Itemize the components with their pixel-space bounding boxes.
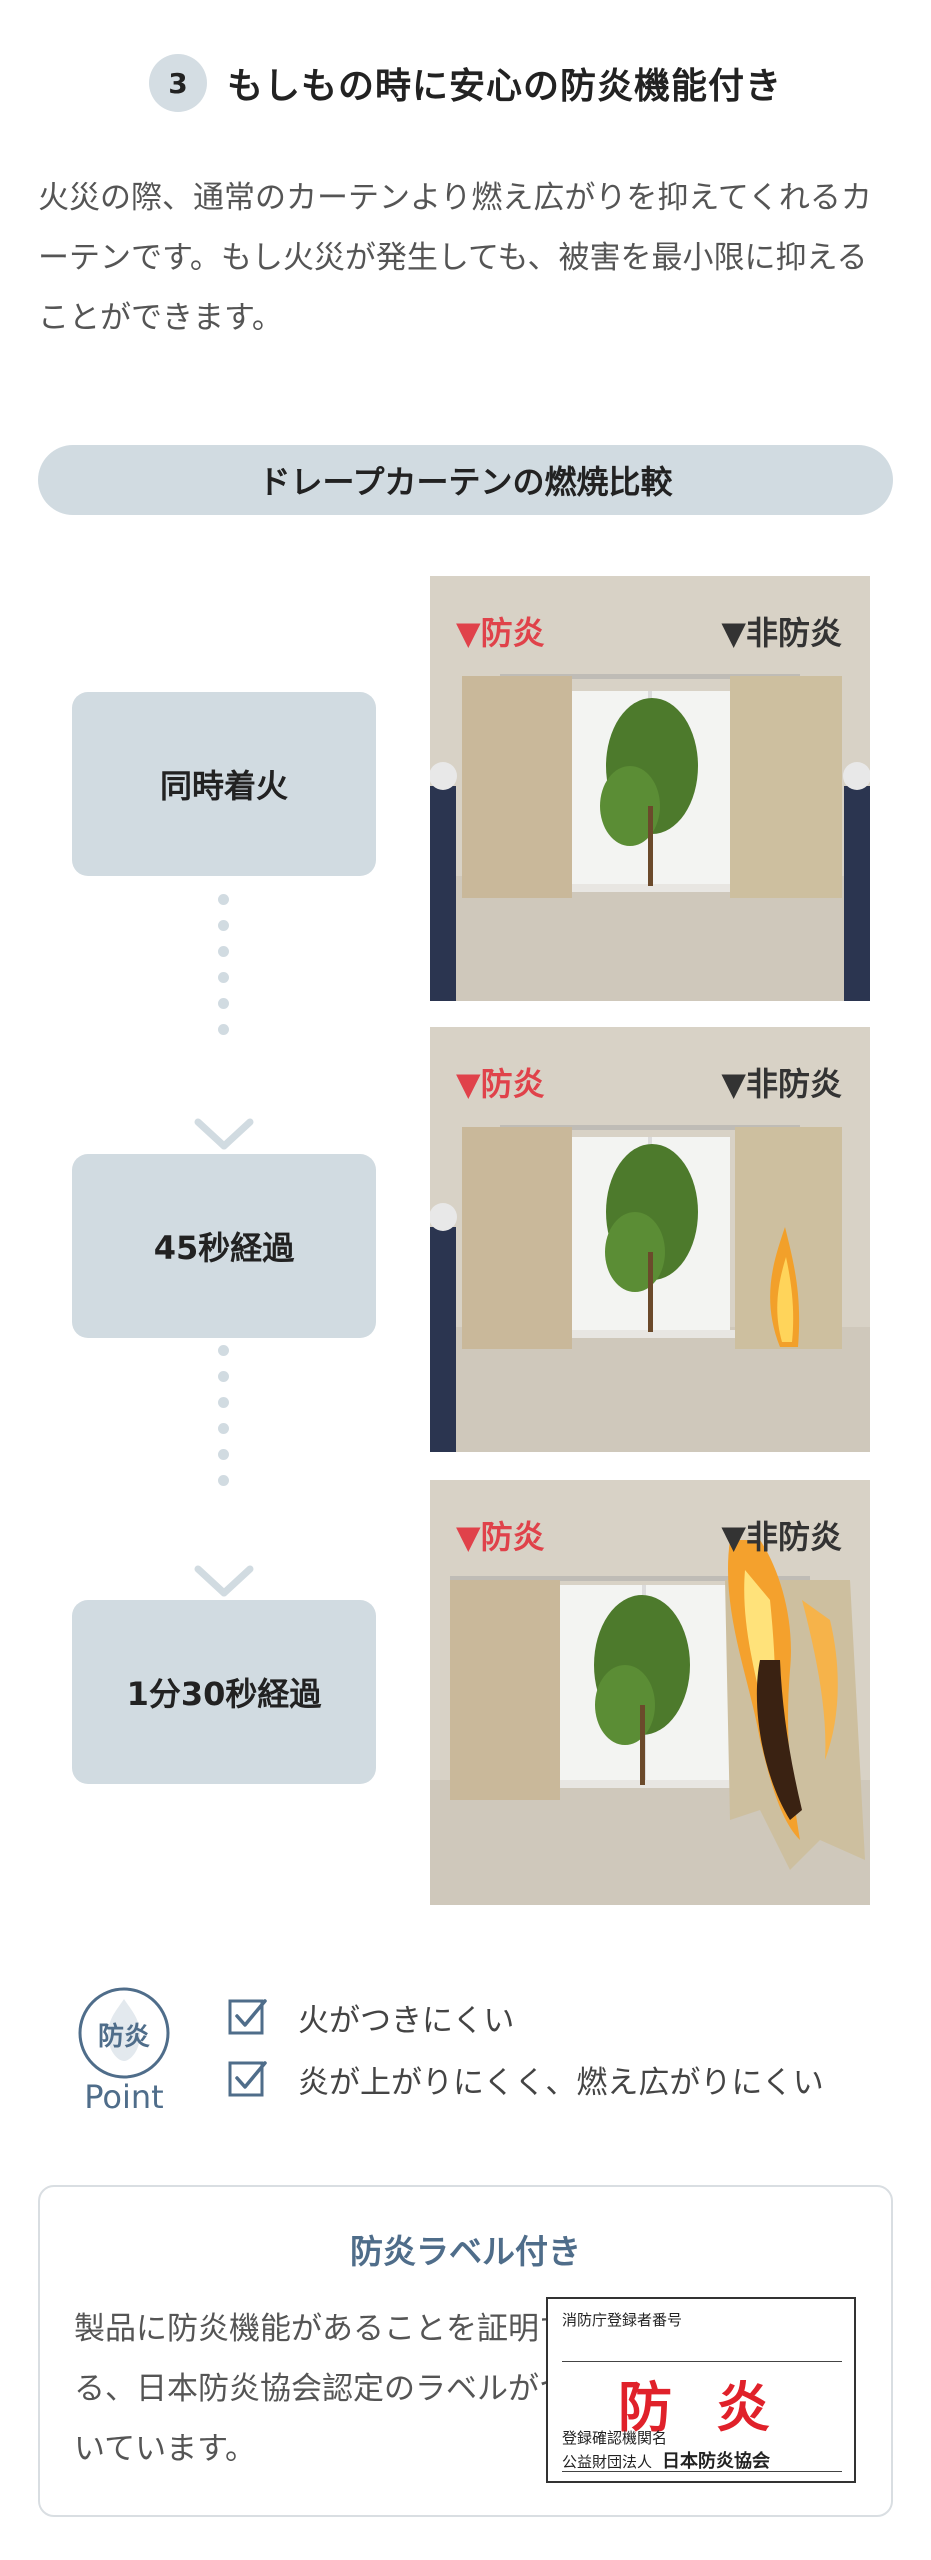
burn-photo-ignition: ▼防炎 ▼非防炎 [430, 576, 870, 1001]
point-item-text: 火がつきにくい [298, 2002, 515, 2039]
step-90sec: 1分30秒経過 [72, 1600, 376, 1784]
step-45sec: 45秒経過 [72, 1154, 376, 1338]
section-heading: 3 もしもの時に安心の防炎機能付き [0, 48, 931, 118]
chevron-down-icon [194, 1565, 254, 1597]
chevron-down-icon [194, 1118, 254, 1150]
comparison-title-bar: ドレープカーテンの燃焼比較 [38, 445, 893, 515]
point-word: Point [84, 2078, 164, 2116]
flame-retardant-point-badge: 防炎 [78, 1987, 170, 2079]
flame-label-card: 防炎ラベル付き 製品に防炎機能があることを証明する、日本防炎協会認定のラベルがつ… [38, 2185, 893, 2517]
label-non-flame-retardant: ▼非防炎 [721, 1065, 842, 1103]
timeline-dots [218, 1345, 230, 1501]
step-ignition: 同時着火 [72, 692, 376, 876]
label-mark: 防炎 [618, 2376, 814, 2439]
section-number-badge: 3 [148, 54, 207, 112]
checkbox-checked-icon [228, 1999, 267, 2035]
section-intro: 火災の際、通常のカーテンより燃え広がりを抑えてくれるカーテンです。もし火災が発生… [38, 180, 872, 336]
point-item-text: 炎が上がりにくく、燃え広がりにくい [298, 2064, 824, 2101]
label-non-flame-retardant: ▼非防炎 [721, 1518, 842, 1556]
point-item: 火がつきにくい [228, 1992, 514, 2042]
section-title: もしもの時に安心の防炎機能付き [226, 66, 782, 107]
point-item: 炎が上がりにくく、燃え広がりにくい [228, 2054, 824, 2104]
checkbox-checked-icon [228, 2061, 267, 2097]
label-card-text: 製品に防炎機能があることを証明する、日本防炎協会認定のラベルがついています。 [74, 2311, 570, 2467]
label-non-flame-retardant: ▼非防炎 [721, 614, 842, 652]
label-flame-retardant: ▼防炎 [456, 1518, 545, 1556]
label-org-line1: 登録確認機関名 [562, 2429, 668, 2447]
label-flame-retardant: ▼防炎 [456, 614, 545, 652]
burn-photo-45sec: ▼防炎 ▼非防炎 [430, 1027, 870, 1452]
flame-retardant-label-image: 消防庁登録者番号 防炎 登録確認機関名 公益財団法人日本防炎協会 [546, 2297, 856, 2483]
label-flame-retardant: ▼防炎 [456, 1065, 545, 1103]
label-registration: 消防庁登録者番号 [562, 2311, 683, 2329]
label-org-line2: 公益財団法人日本防炎協会 [562, 2451, 771, 2472]
burn-photo-90sec: ▼防炎 ▼非防炎 [430, 1480, 870, 1905]
label-card-title: 防炎ラベル付き [350, 2232, 581, 2271]
timeline-dots [218, 894, 230, 1050]
badge-text: 防炎 [98, 2022, 150, 2052]
